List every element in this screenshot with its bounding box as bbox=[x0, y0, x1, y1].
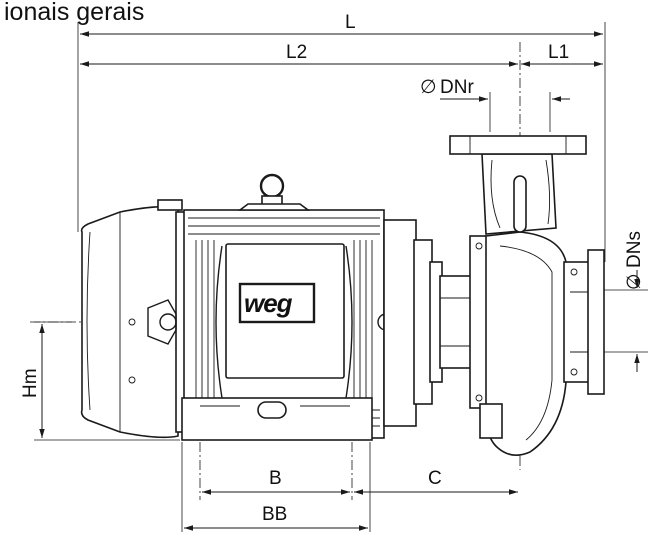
dimension-L1-label: L1 bbox=[548, 42, 569, 63]
dimension-C: C bbox=[354, 468, 518, 495]
pump bbox=[439, 135, 605, 456]
dimension-L2-label: L2 bbox=[286, 42, 307, 63]
dimension-Hm-label: Hm bbox=[20, 368, 41, 398]
dimension-Hm: Hm bbox=[20, 321, 180, 441]
dimension-L1: L1 bbox=[521, 42, 603, 67]
dimension-DNr-symbol: ∅ bbox=[420, 77, 437, 98]
dimension-B: B bbox=[202, 468, 350, 495]
dimension-DNs: ∅ DNs bbox=[602, 231, 648, 372]
dimension-L: L bbox=[77, 12, 606, 262]
dimension-C-label: C bbox=[428, 468, 442, 489]
dimension-DNs-symbol: ∅ bbox=[624, 273, 645, 290]
dimension-DNr-label: DNr bbox=[440, 77, 474, 98]
bottom-extension-lines bbox=[181, 442, 371, 532]
dimension-L2: L2 bbox=[80, 42, 518, 67]
page-title: ionais gerais bbox=[4, 0, 144, 26]
dimension-DNr: ∅ DNr bbox=[420, 77, 570, 132]
dimension-B-label: B bbox=[269, 468, 282, 489]
dimension-L-label: L bbox=[345, 12, 356, 33]
dimension-DNs-label: DNs bbox=[624, 231, 645, 268]
dimension-BB-label: BB bbox=[262, 504, 287, 525]
dimension-BB: BB bbox=[184, 504, 368, 531]
brand-logo: weg bbox=[244, 288, 293, 318]
motor: weg bbox=[80, 173, 443, 441]
